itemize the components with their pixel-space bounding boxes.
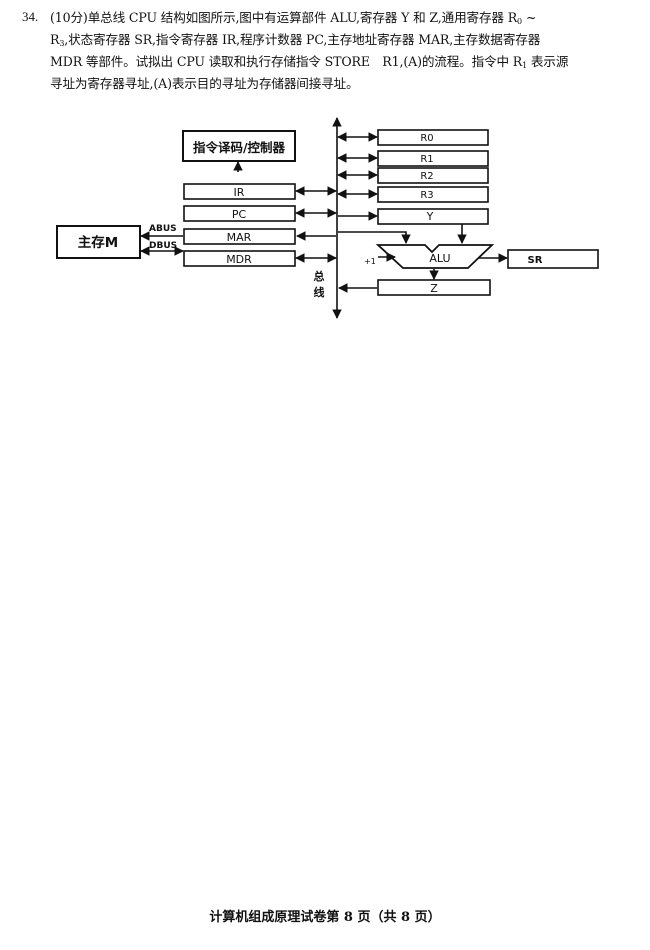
r3-box — [377, 186, 489, 203]
question-line-3-sub: 1 — [522, 61, 528, 70]
cpu-bus-diagram: 指令译码/控制器 IR PC MAR MDR 主存M ABUS DBUS R0 … — [56, 117, 599, 319]
question-line-2-sub: 3 — [59, 39, 65, 48]
dbus-label: DBUS — [149, 241, 177, 251]
r3-label: R3 — [420, 190, 433, 201]
bus-label-top: 总 — [314, 269, 325, 283]
r0-label: R0 — [420, 133, 433, 144]
r1-label: R1 — [420, 154, 433, 165]
y-box — [377, 208, 489, 225]
r1-box — [377, 150, 489, 167]
page-footer: 计算机组成原理试卷第 8 页（共 8 页） — [209, 910, 441, 925]
question-line-1-text: (10分)单总线 CPU 结构如图所示,图中有运算部件 ALU,寄存器 Y 和 … — [50, 10, 518, 25]
z-label: Z — [430, 282, 438, 295]
memory-label: 主存M — [78, 234, 118, 251]
r0-box — [377, 129, 489, 146]
bus-label-bottom: 线 — [314, 285, 325, 299]
memory-box — [56, 225, 141, 259]
sr-box — [507, 249, 599, 269]
mar-box — [183, 228, 296, 245]
plus-one-label: +1 — [364, 257, 376, 266]
question-line-1-sub: 0 — [517, 17, 522, 26]
mdr-label: MDR — [226, 253, 252, 266]
question-line-4: 寻址为寄存器寻址,(A)表示目的寻址为存储器间接寻址。 — [50, 76, 359, 91]
y-label: Y — [426, 210, 434, 223]
decoder-label: 指令译码/控制器 — [193, 140, 286, 155]
pc-label: PC — [232, 208, 247, 221]
decoder-box — [182, 130, 296, 162]
ir-label: IR — [234, 186, 245, 199]
question-line-2-text: ,状态寄存器 SR,指令寄存器 IR,程序计数器 PC,主存地址寄存器 MAR,… — [64, 32, 541, 47]
sr-label: SR — [528, 255, 543, 266]
question-line-3-b: 表示源 — [527, 54, 569, 69]
question-line-3: MDR 等部件。试拟出 CPU 读取和执行存储指令 STORE R1,(A)的流… — [50, 53, 642, 75]
question-line-1: (10分)单总线 CPU 结构如图所示,图中有运算部件 ALU,寄存器 Y 和 … — [50, 9, 642, 31]
alu-shape — [375, 244, 495, 269]
ir-box — [183, 183, 296, 200]
question-line-1-tail: ~ — [521, 10, 537, 25]
z-box — [377, 279, 491, 296]
question-line-2: R3,状态寄存器 SR,指令寄存器 IR,程序计数器 PC,主存地址寄存器 MA… — [50, 31, 642, 53]
r2-box — [377, 167, 489, 184]
question-line-3-a: MDR 等部件。试拟出 CPU 读取和执行存储指令 STORE R1,(A)的流… — [50, 54, 523, 69]
abus-label: ABUS — [149, 224, 177, 234]
mdr-box — [183, 250, 296, 267]
alu-label: ALU — [429, 252, 450, 265]
question-line-2-pre: R — [50, 32, 60, 47]
r2-label: R2 — [420, 171, 433, 182]
question-number: 34. — [22, 9, 39, 24]
pc-box — [183, 205, 296, 222]
mar-label: MAR — [227, 231, 252, 244]
bus-to-alu-arrow — [338, 231, 411, 244]
